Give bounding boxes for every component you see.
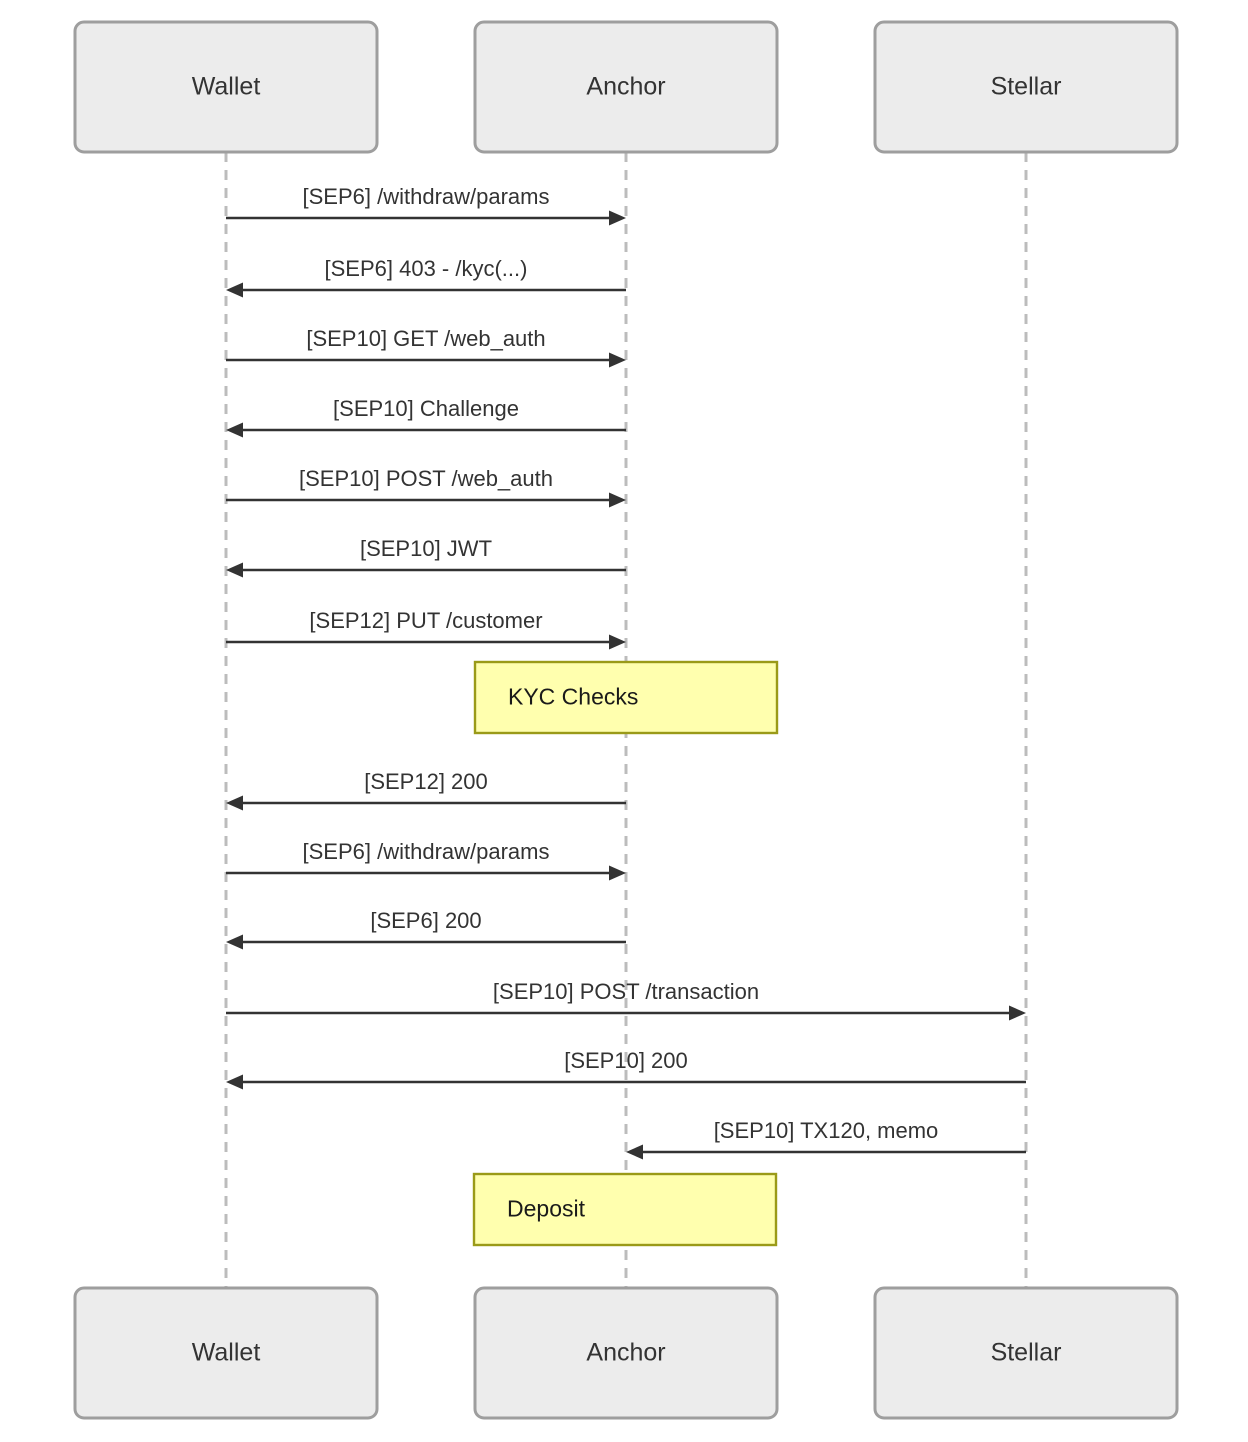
message-3: [SEP10] GET /web_auth [226, 326, 626, 368]
message-9: [SEP6] /withdraw/params [226, 839, 626, 881]
participant-box-stellar-top[interactable] [873, 20, 1179, 154]
message-13: [SEP10] TX120, memo [626, 1118, 1026, 1160]
participant-label-anchor-top: Anchor [586, 73, 665, 101]
message-5: [SEP10] POST /web_auth [226, 466, 626, 508]
message-label-7: [SEP12] PUT /customer [309, 608, 542, 633]
messages-layer: [SEP6] /withdraw/params [SEP6] 403 - /kyc… [226, 184, 1026, 1160]
message-arrowhead-10 [226, 934, 243, 950]
participant-box-wallet-top[interactable] [73, 20, 379, 154]
message-arrowhead-5 [609, 492, 626, 508]
message-arrowhead-11 [1009, 1005, 1026, 1021]
message-10: [SEP6] 200 [226, 908, 626, 950]
participant-wallet-top[interactable]: Wallet [73, 20, 379, 154]
message-arrowhead-13 [626, 1144, 643, 1160]
message-arrowhead-6 [226, 562, 243, 578]
message-12: [SEP10] 200 [226, 1048, 1026, 1090]
message-arrowhead-2 [226, 282, 243, 298]
message-label-8: [SEP12] 200 [364, 769, 488, 794]
message-arrowhead-8 [226, 795, 243, 811]
message-2: [SEP6] 403 - /kyc(...) [226, 256, 626, 298]
message-arrowhead-9 [609, 865, 626, 881]
message-8: [SEP12] 200 [226, 769, 626, 811]
message-label-6: [SEP10] JWT [360, 536, 492, 561]
message-label-1: [SEP6] /withdraw/params [303, 184, 550, 209]
note-label-1: KYC Checks [508, 684, 638, 710]
message-6: [SEP10] JWT [226, 536, 626, 578]
note-box-1[interactable] [473, 660, 779, 735]
message-11: [SEP10] POST /transaction [226, 979, 1026, 1021]
message-1: [SEP6] /withdraw/params [226, 184, 626, 226]
participant-stellar-top[interactable]: Stellar [873, 20, 1179, 154]
message-label-11: [SEP10] POST /transaction [493, 979, 759, 1004]
note-box-2[interactable] [472, 1172, 778, 1247]
participant-label-wallet-top: Wallet [192, 73, 261, 101]
message-label-2: [SEP6] 403 - /kyc(...) [325, 256, 528, 281]
message-label-5: [SEP10] POST /web_auth [299, 466, 553, 491]
participant-box-wallet-bottom[interactable] [73, 1286, 379, 1420]
message-label-12: [SEP10] 200 [564, 1048, 688, 1073]
participant-label-stellar-bottom: Stellar [991, 1339, 1062, 1367]
message-label-13: [SEP10] TX120, memo [714, 1118, 939, 1143]
participant-label-stellar-top: Stellar [991, 73, 1062, 101]
message-label-10: [SEP6] 200 [370, 908, 481, 933]
participant-anchor-top[interactable]: Anchor [473, 20, 779, 154]
participant-box-anchor-bottom[interactable] [473, 1286, 779, 1420]
participant-label-anchor-bottom: Anchor [586, 1339, 665, 1367]
message-7: [SEP12] PUT /customer [226, 608, 626, 650]
message-label-3: [SEP10] GET /web_auth [306, 326, 545, 351]
participant-label-wallet-bottom: Wallet [192, 1339, 261, 1367]
message-label-4: [SEP10] Challenge [333, 396, 519, 421]
participant-wallet-bottom[interactable]: Wallet [73, 1286, 379, 1420]
message-4: [SEP10] Challenge [226, 396, 626, 438]
message-arrowhead-4 [226, 422, 243, 438]
message-arrowhead-12 [226, 1074, 243, 1090]
participant-stellar-bottom[interactable]: Stellar [873, 1286, 1179, 1420]
participant-box-anchor-top[interactable] [473, 20, 779, 154]
message-arrowhead-7 [609, 634, 626, 650]
message-arrowhead-1 [609, 210, 626, 226]
participant-box-stellar-bottom[interactable] [873, 1286, 1179, 1420]
message-arrowhead-3 [609, 352, 626, 368]
message-label-9: [SEP6] /withdraw/params [303, 839, 550, 864]
note-1[interactable]: KYC Checks [473, 660, 779, 735]
note-2[interactable]: Deposit [472, 1172, 778, 1247]
participant-anchor-bottom[interactable]: Anchor [473, 1286, 779, 1420]
note-label-2: Deposit [507, 1196, 586, 1222]
